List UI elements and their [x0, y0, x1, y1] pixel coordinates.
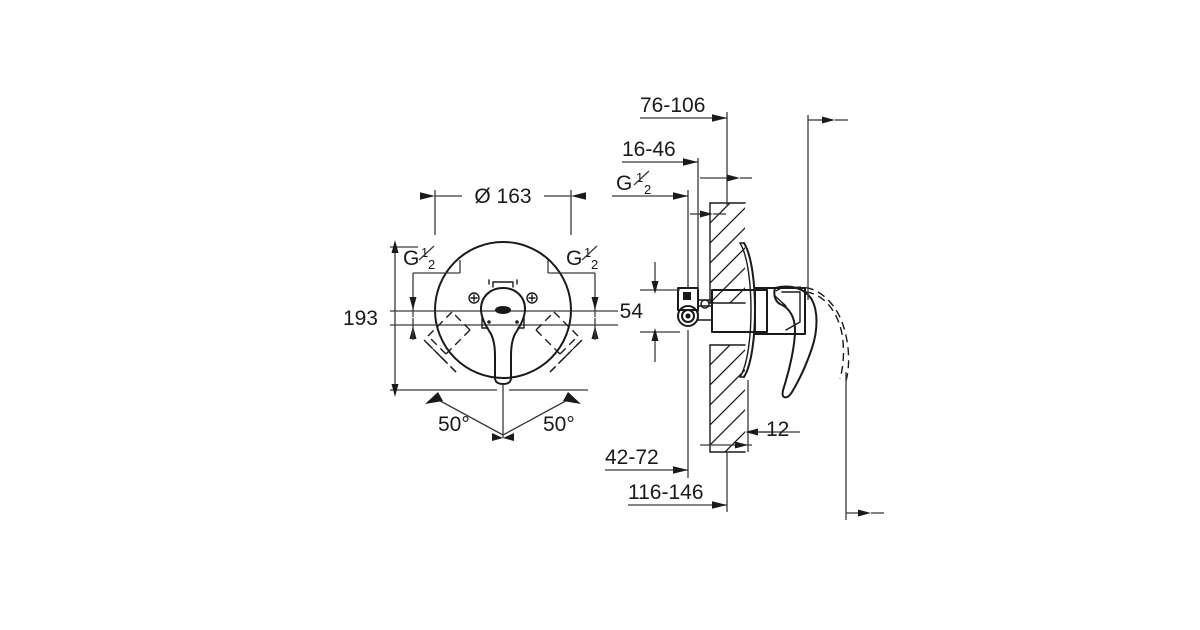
dimension-diameter-163: Ø 163 [420, 185, 586, 235]
depth-116-146-label: 116-146 [628, 481, 704, 504]
depth-42-72-label: 42-72 [605, 446, 659, 469]
lever-centre-marker [495, 306, 511, 314]
wall-section-upper [709, 202, 746, 304]
dimension-thread-side: G 1 2 [612, 170, 726, 288]
diameter-label: Ø 163 [474, 185, 531, 208]
angle-left-label: 50° [438, 413, 470, 436]
plate-12-label: 12 [766, 418, 789, 441]
depth-76-106-label: 76-106 [640, 94, 705, 117]
height-54-label: 54 [620, 300, 644, 323]
front-view: Ø 163 193 G 1 2 [343, 185, 618, 441]
escutcheon-plate-side-inner [739, 242, 752, 378]
thread-right-denominator: 2 [591, 257, 598, 272]
height-193-label: 193 [343, 307, 378, 330]
hidden-inlet-geometry [423, 311, 583, 373]
dimension-angle-left: 50° [418, 389, 504, 441]
thread-left-numerator: 1 [421, 245, 428, 260]
dimension-height-54: 54 [620, 262, 680, 362]
lever-handle-side [773, 285, 818, 399]
thread-side-denominator: 2 [644, 182, 651, 197]
thread-right-numerator: 1 [584, 245, 591, 260]
angle-right-label: 50° [543, 413, 575, 436]
dimension-plate-12: 12 [700, 380, 800, 452]
wall-section-lower [709, 344, 746, 453]
dimension-thread-left: G 1 2 [403, 245, 461, 340]
handle-swing-arc [775, 286, 850, 382]
thread-left-label: G [403, 247, 419, 270]
dimension-depth-16-46: 16-46 [622, 138, 752, 290]
thread-side-numerator: 1 [636, 170, 643, 185]
thread-left-denominator: 2 [428, 257, 435, 272]
dimension-thread-right: G 1 2 [547, 245, 599, 340]
stop-valve-assembly [677, 287, 713, 327]
thread-side-label: G [616, 172, 632, 195]
dimension-depth-42-72: 42-72 [605, 330, 689, 478]
dimension-height-193: 193 [343, 240, 418, 397]
dimension-depth-76-106: 76-106 [640, 94, 728, 205]
depth-16-46-label: 16-46 [622, 138, 676, 161]
thread-right-label: G [566, 247, 582, 270]
mixer-body [711, 287, 806, 335]
side-section-view: 76-106 16-46 G 1 2 [605, 94, 884, 520]
dimension-depth-116-146: 116-146 [628, 452, 728, 512]
indicator-glyphs [468, 292, 538, 329]
outer-projection-lines [807, 115, 884, 520]
dimension-angle-right: 50° [502, 389, 588, 441]
escutcheon-plate-outline [434, 241, 572, 379]
